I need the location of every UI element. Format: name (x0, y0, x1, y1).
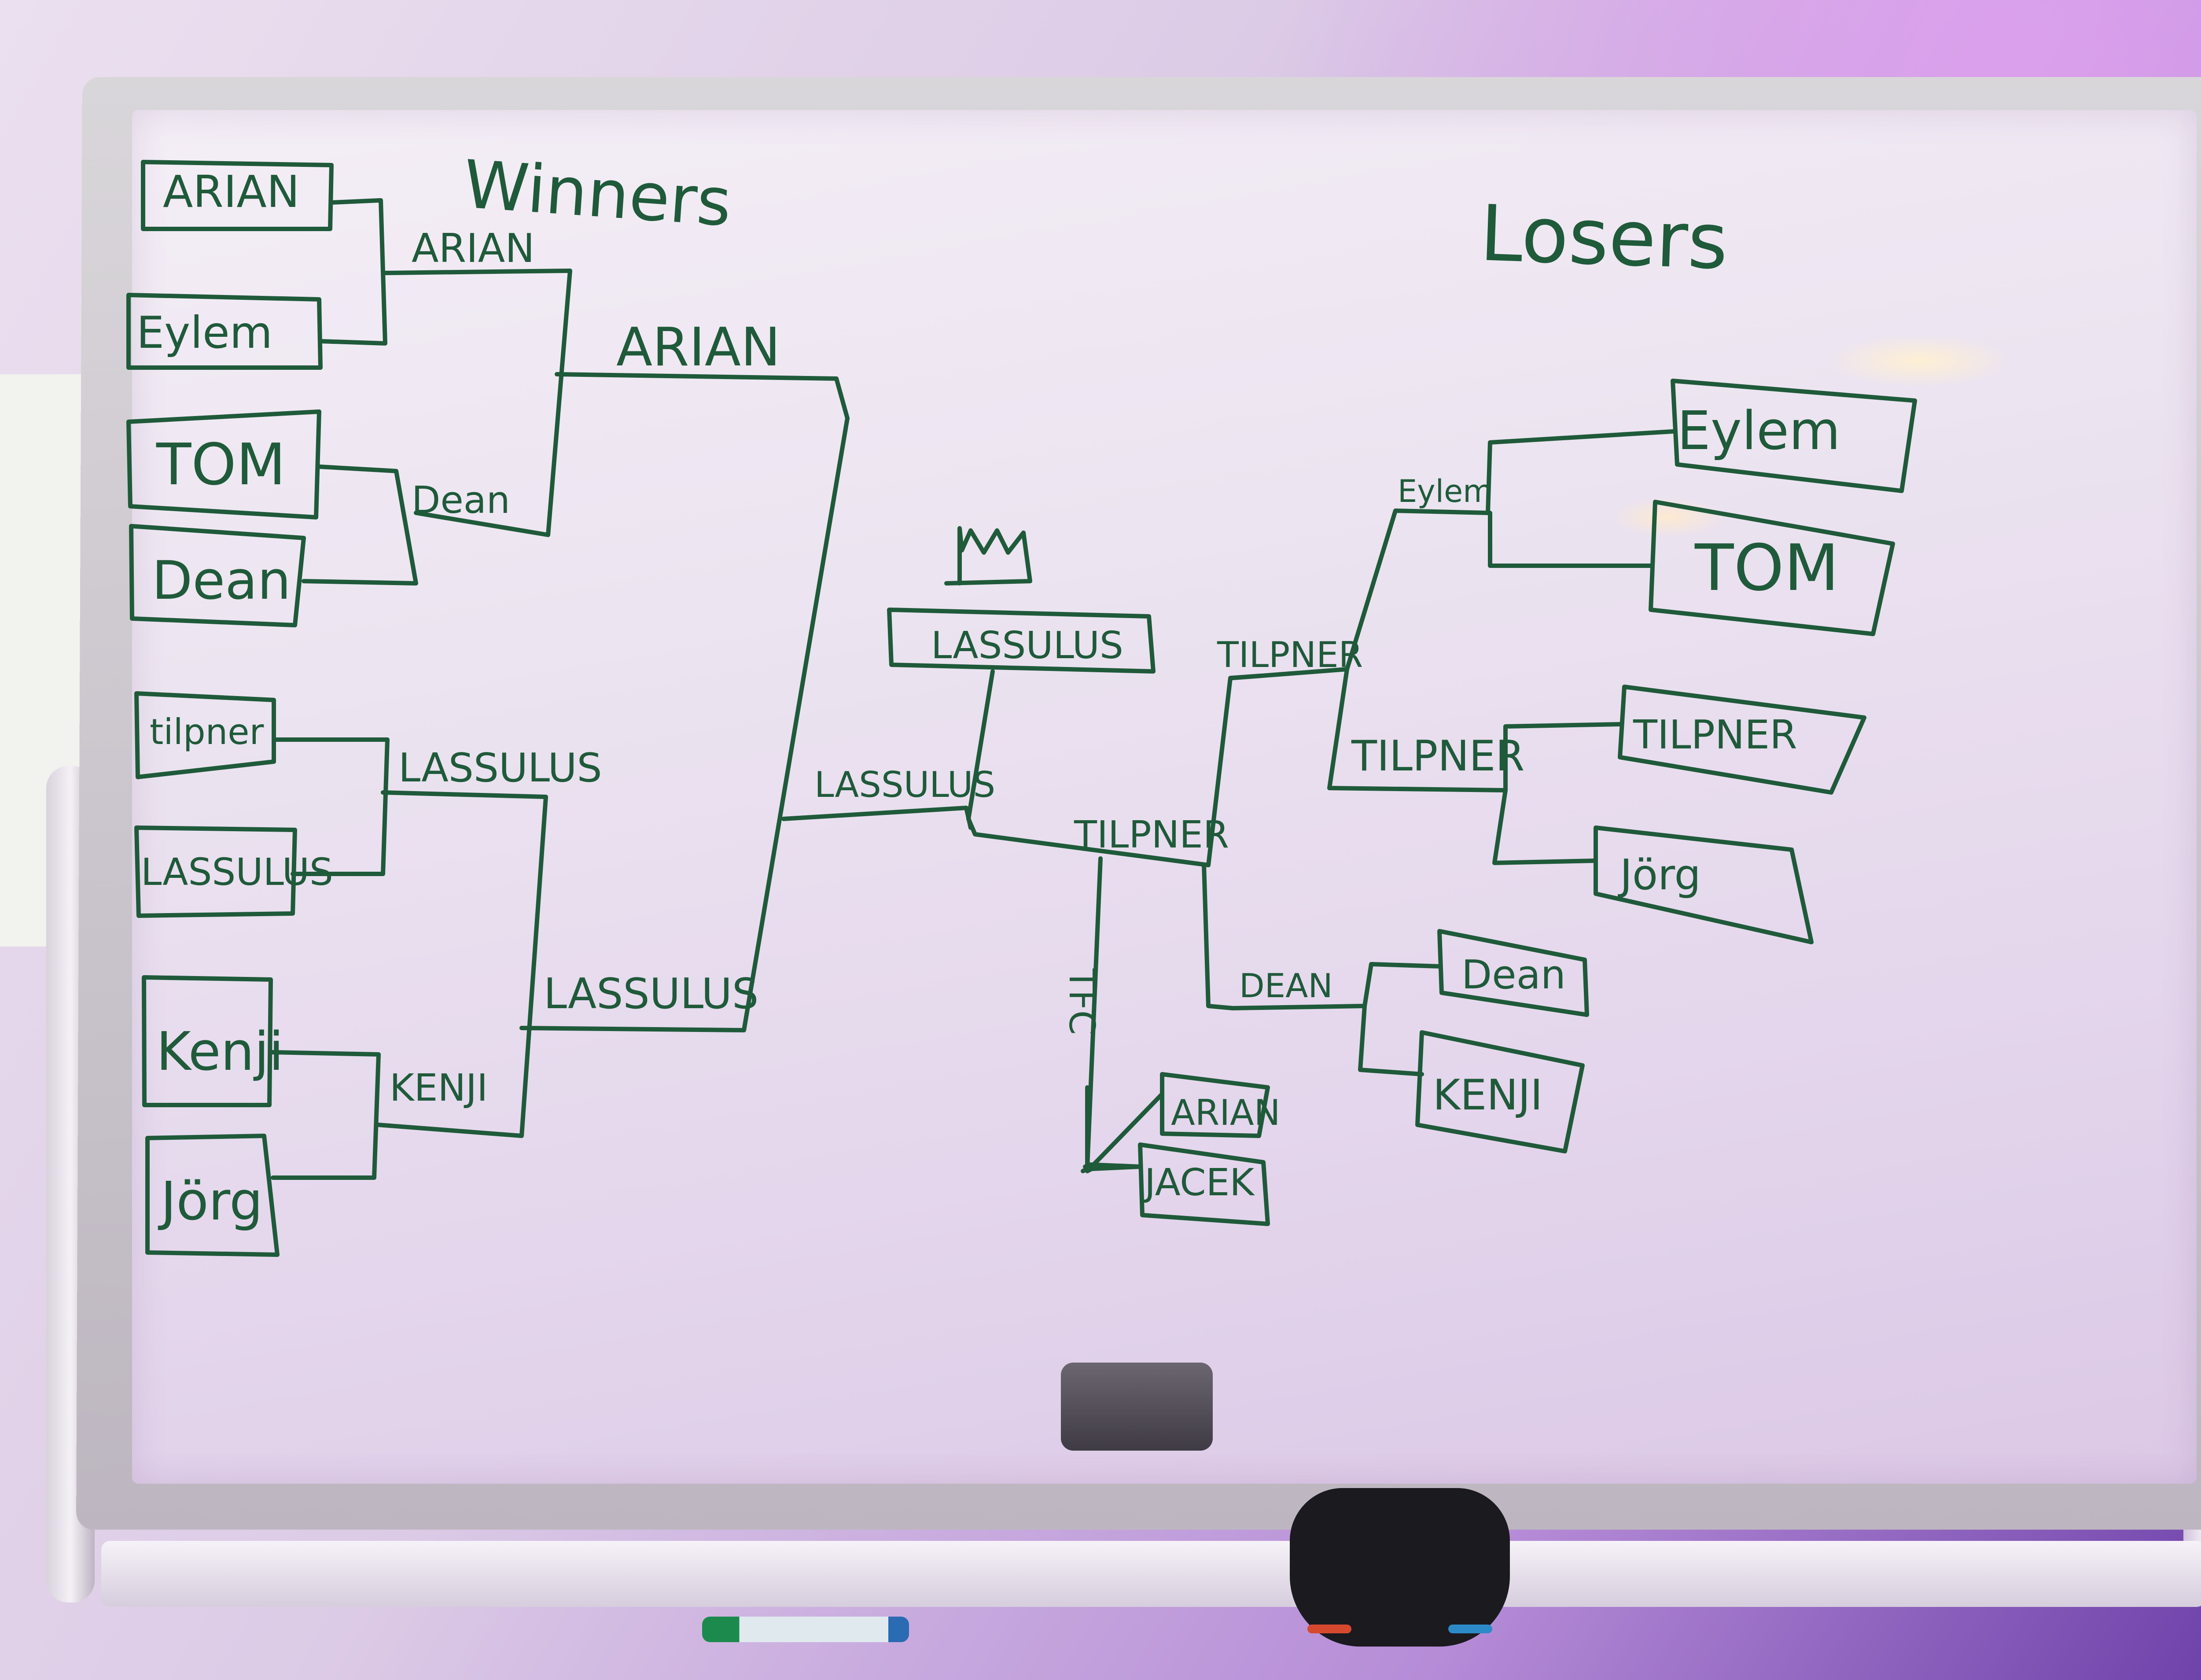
bracket-entry: ARIAN (1171, 1092, 1280, 1133)
side-note: TFC ARIAN JACEK (1061, 856, 1280, 1226)
winners-round3: ARIAN LASSULUS (519, 317, 850, 1032)
bracket-entry: LASSULUS (398, 745, 602, 791)
marker-tray (101, 1541, 2201, 1607)
champion-name: LASSULUS (931, 624, 1123, 667)
champion: LASSULUS (887, 526, 1211, 867)
winners-final: LASSULUS (781, 764, 995, 830)
winners-heading: Winners (461, 146, 734, 241)
winners-round1: ARIAN Eylem TOM Dean tilpner LASSULUS Ke… (126, 160, 334, 1257)
bracket-entry: LASSULUS (814, 764, 995, 805)
bracket-entry: Eylem (1398, 473, 1493, 509)
losers-round1: Eylem TOM TILPNER Jörg Dean KENJI (1415, 379, 1917, 1153)
bracket-entry: Dean (1461, 952, 1566, 998)
grand-final: TILPNER (1074, 674, 1263, 1010)
bracket-entry: Eylem (136, 307, 272, 358)
green-marker (702, 1617, 909, 1642)
bracket-entry: tilpner (150, 711, 264, 752)
crown-icon (944, 526, 1032, 586)
bracket-entry: JACEK (1142, 1161, 1255, 1205)
bracket-entry: TILPNER (1074, 813, 1229, 857)
game-controller (1290, 1488, 1510, 1647)
winners-round2: ARIAN Dean LASSULUS KENJI (376, 225, 602, 1138)
bracket-entry: TOM (1694, 531, 1839, 605)
bracket-entry: TOM (156, 431, 286, 498)
bracket-entry: ARIAN (163, 166, 300, 217)
bracket-entry: LASSULUS (544, 970, 758, 1018)
winners-round1-connectors (269, 198, 418, 1180)
bracket-entry: TILPNER (1351, 732, 1524, 781)
controller-accent-blue (1448, 1625, 1492, 1633)
losers-round3: TILPNER (1217, 508, 1508, 792)
whiteboard-eraser (1061, 1363, 1213, 1451)
losers-heading: Losers (1479, 189, 1730, 287)
controller-accent-red (1307, 1625, 1351, 1633)
bracket-entry: ARIAN (616, 317, 780, 378)
bracket-entry: KENJI (390, 1066, 488, 1110)
bracket-entry: KENJI (1433, 1071, 1542, 1120)
losers-round2: Eylem TILPNER DEAN (1230, 473, 1524, 1076)
bracket-entry: Jörg (158, 1171, 263, 1232)
bracket-entry: ARIAN (412, 225, 535, 272)
bracket-entry: Kenji (156, 1021, 283, 1083)
bracket-entry: DEAN (1239, 966, 1333, 1005)
light-glare (1827, 335, 2012, 387)
bracket-entry: TILPNER (1633, 712, 1797, 758)
bracket-entry: Dean (152, 550, 291, 612)
bracket-entry: Eylem (1677, 401, 1840, 462)
bracket-entry: Jörg (1618, 851, 1701, 899)
